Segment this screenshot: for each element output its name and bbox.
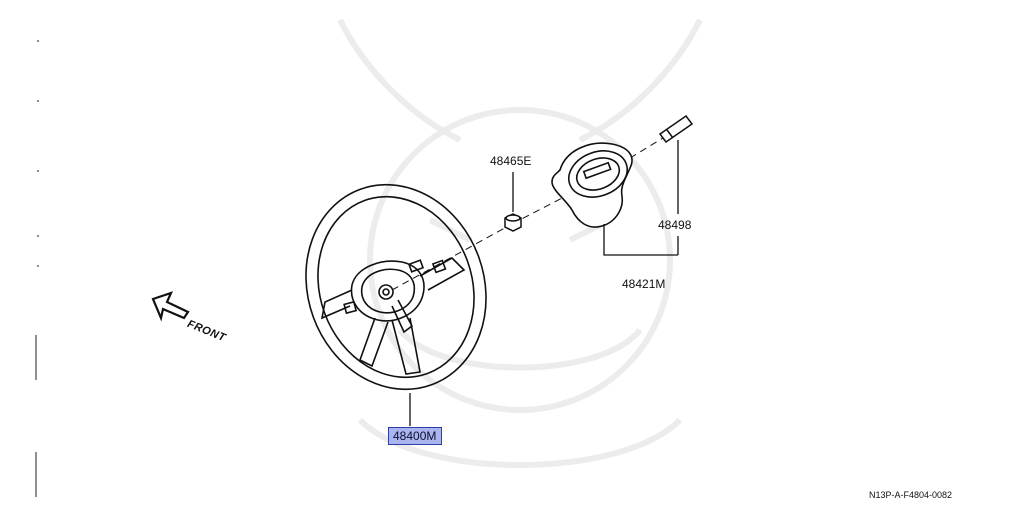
horn-pin xyxy=(658,114,694,144)
part-label-nut[interactable]: 48465E xyxy=(490,154,532,168)
horn-pad-assembly xyxy=(551,142,633,228)
assembly-axis xyxy=(391,123,687,291)
part-label-horn-pad-assembly[interactable]: 48421M xyxy=(622,277,666,291)
diagram-code: N13P-A-F4804-0082 xyxy=(869,490,953,500)
front-arrow-icon xyxy=(151,291,190,322)
scan-edge-marks xyxy=(35,40,39,497)
leader-lines xyxy=(409,140,679,426)
watermark-logo xyxy=(337,18,703,468)
part-label-steering-wheel[interactable]: 48400M xyxy=(388,427,443,445)
steering-wheel xyxy=(305,183,487,391)
part-label-horn-pin[interactable]: 48498 xyxy=(658,218,692,232)
nut xyxy=(504,213,522,232)
